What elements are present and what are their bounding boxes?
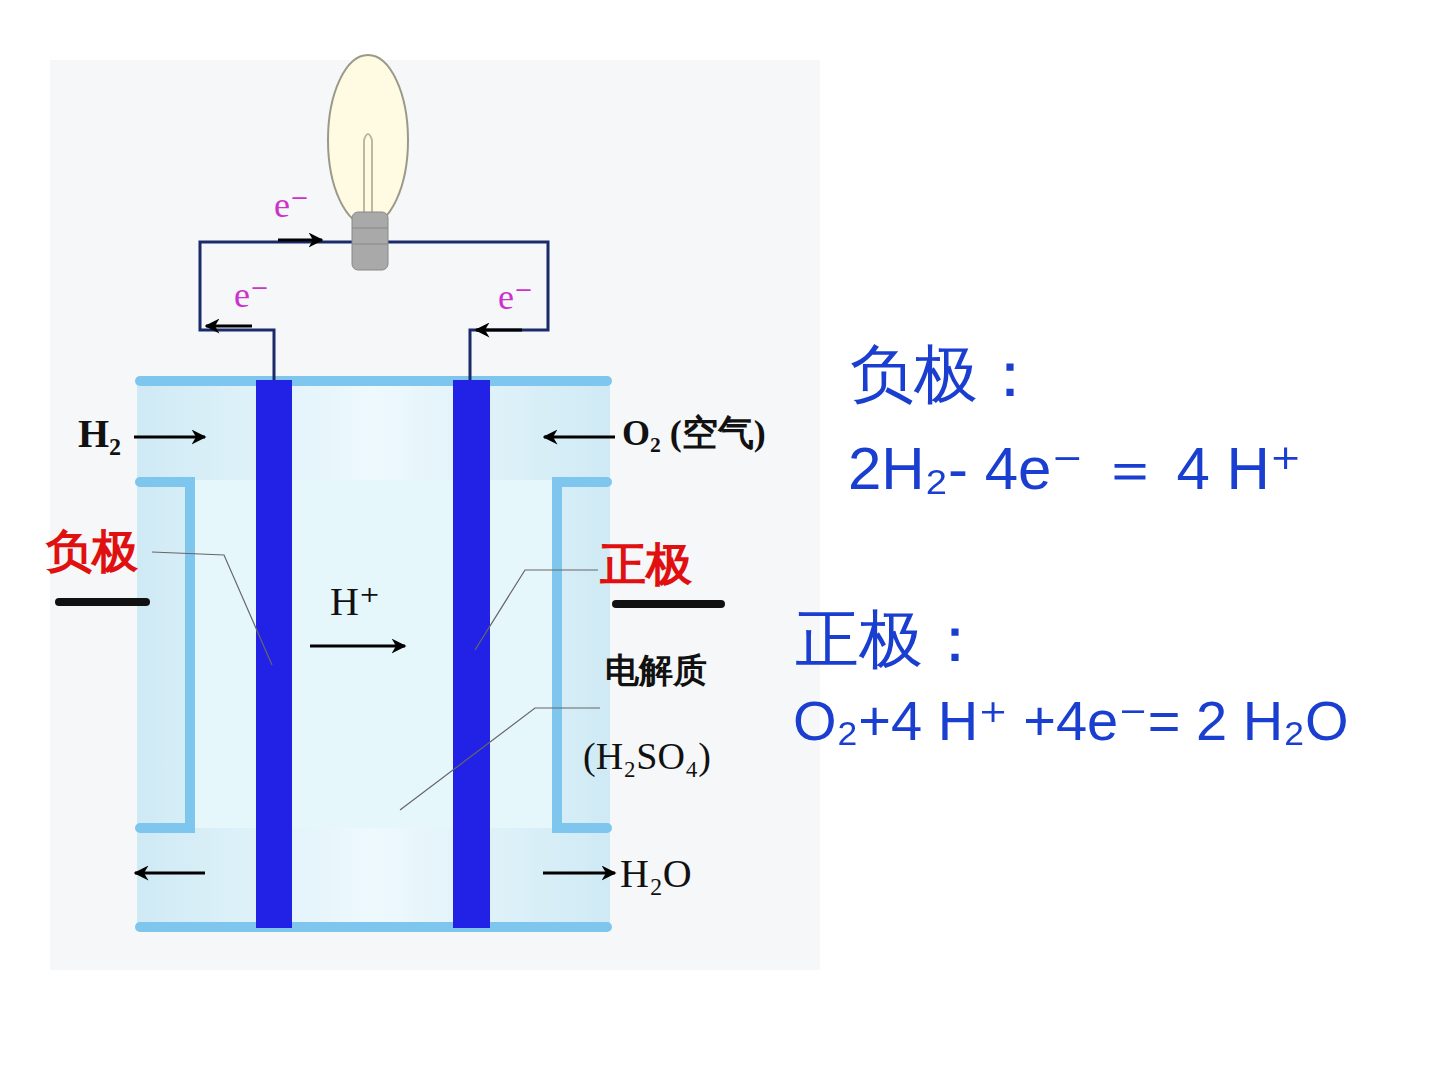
picture-ground — [50, 60, 820, 970]
underline-bar — [55, 598, 150, 606]
hydrogen-inlet-label: H₂ — [78, 412, 121, 456]
electrolyte-region — [190, 480, 555, 828]
electrolyte-label: 电解质 — [605, 652, 707, 689]
electron-label: e⁻ — [274, 186, 309, 226]
equation-heading: 正极： — [795, 605, 987, 675]
cathode-electrode — [453, 380, 490, 928]
electron-label: e⁻ — [498, 278, 533, 318]
cell-housing — [140, 381, 607, 927]
cathode-label: 正极 — [600, 540, 692, 591]
proton-label: H⁺ — [330, 580, 380, 624]
anode-equation: 2H₂- 4e⁻ ＝ 4 H⁺ — [848, 436, 1301, 502]
cell-body — [137, 380, 610, 928]
leader-lines — [152, 552, 600, 810]
electron-label: e⁻ — [234, 276, 269, 316]
light-bulb — [328, 55, 408, 270]
flow-arrows — [134, 240, 615, 873]
cathode-equation: O₂+4 H⁺ +4e⁻= 2 H₂O — [793, 690, 1349, 752]
equation-heading: 负极： — [850, 340, 1042, 410]
anode-electrode — [256, 380, 292, 928]
electrolyte-formula: (H₂SO₄) — [583, 736, 711, 778]
oxygen-inlet-label: O₂ (空气) — [622, 414, 766, 454]
anode-label: 负极 — [46, 527, 138, 578]
underline-bar — [612, 600, 725, 608]
water-outlet-label: H₂O — [620, 852, 692, 896]
